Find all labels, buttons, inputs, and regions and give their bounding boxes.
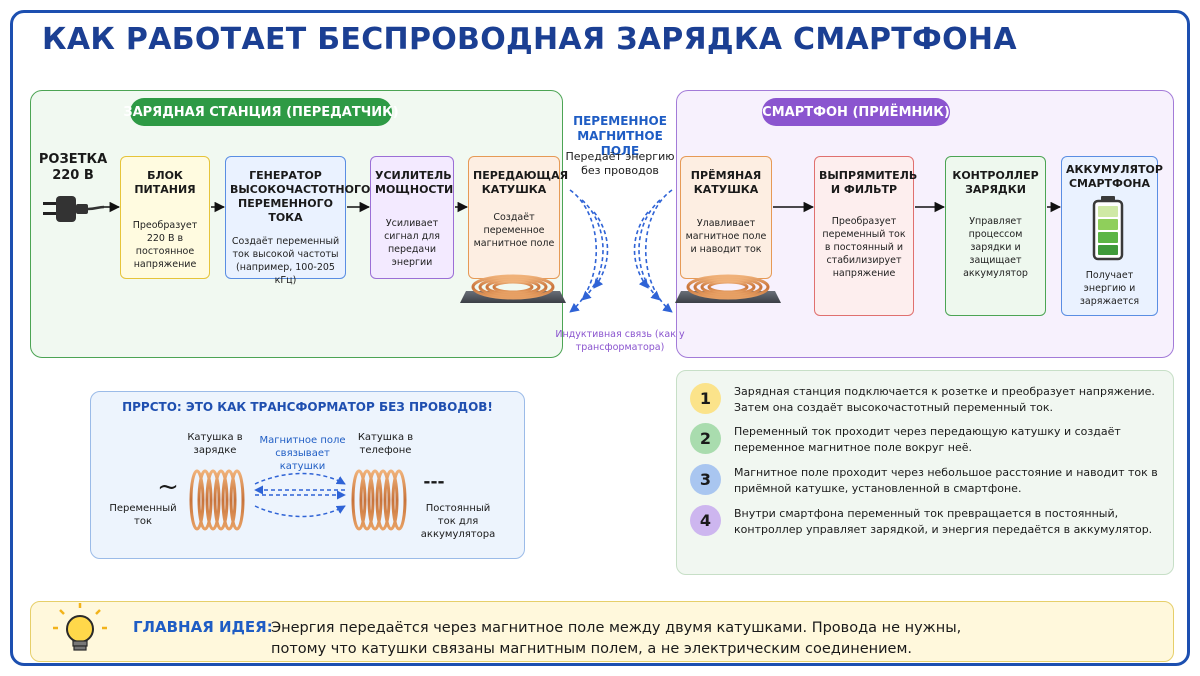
transmit-coil-pad (460, 274, 566, 303)
block-transmit-coil: ПЕРЕДАЮЩАЯ КАТУШКА Создаёт переменное ма… (468, 156, 569, 279)
block-power-supply: БЛОК ПИТАНИЯ Преобразует 220 В в постоян… (120, 156, 210, 279)
step-number-3: 3 (690, 464, 721, 495)
block-amplifier: УСИЛИТЕЛЬ МОЩНОСТИ Усиливает сигнал для … (370, 156, 454, 279)
outlet-label: РОЗЕТКА 220 В (38, 152, 108, 183)
step-text-4: Внутри смартфона переменный ток превраща… (734, 507, 1153, 536)
main-idea-line-1: Энергия передаётся через магнитное поле … (271, 620, 962, 636)
block-receive-coil: ПРЁМЯНАЯ КАТУШКА Улавливает магнитное по… (680, 156, 772, 279)
block-desc: Улавливает магнитное поле и наводит ток (685, 218, 767, 255)
dc-label: Постоянный ток для аккумулятора (420, 503, 496, 540)
page-title: КАК РАБОТАЕТ БЕСПРОВОДНАЯ ЗАРЯДКА СМАРТФ… (42, 22, 1017, 57)
coil-left-label: Катушка в зарядке (187, 432, 243, 456)
block-desc: Создаёт переменное магнитное поле (473, 212, 555, 249)
step-text-1: Зарядная станция подключается к розетке … (734, 385, 1155, 414)
block-battery: АККУМУЛЯТОР СМАРТФОНА Получает энергию и… (1061, 156, 1163, 316)
block-desc: Преобразует 220 В в постоянное напряжени… (132, 220, 198, 270)
block-title: ГЕНЕРАТОР ВЫСОКОЧАСТОТНОГО ПЕРЕМЕННОГО Т… (230, 169, 371, 224)
block-title: ПЕРЕДАЮЩАЯ КАТУШКА (473, 169, 569, 196)
block-desc: Управляет процессом зарядки и защищает а… (963, 216, 1028, 279)
step-text-2: Переменный ток проходит через передающую… (734, 425, 1121, 454)
main-idea-line-2: потому что катушки связаны магнитным пол… (271, 641, 913, 657)
analogy-field-lines (254, 472, 346, 518)
step-number-4: 4 (690, 505, 721, 536)
dc-symbol: --- (423, 472, 445, 492)
main-idea-panel (30, 601, 1174, 662)
block-desc: Получает энергию и заряжается (1079, 270, 1140, 307)
receiver-label: СМАРТФОН (ПРИЁМНИК) (762, 98, 950, 126)
field-title: ПЕРЕМЕННОЕ МАГНИТНОЕ ПОЛЕ (573, 114, 667, 158)
analogy-panel (90, 391, 525, 559)
block-generator: ГЕНЕРАТОР ВЫСОКОЧАСТОТНОГО ПЕРЕМЕННОГО Т… (225, 156, 371, 286)
receive-coil-pad (675, 274, 781, 303)
block-desc: Усиливает сигнал для передачи энергии (384, 218, 440, 268)
magnetic-field-lines (569, 189, 673, 313)
block-desc: Преобразует переменный ток в постоянный … (822, 216, 906, 279)
plug-icon (43, 196, 105, 222)
analogy-coil-right (351, 469, 407, 531)
steps-panel (676, 370, 1174, 575)
ac-symbol: ~ (157, 472, 179, 502)
ac-label: Переменный ток (109, 503, 177, 527)
battery-icon (1092, 196, 1124, 261)
transmitter-label: ЗАРЯДНАЯ СТАНЦИЯ (ПЕРЕДАТЧИК) (123, 98, 399, 126)
block-title: ПРЁМЯНАЯ КАТУШКА (690, 169, 762, 196)
main-idea-text: Энергия передаётся через магнитное поле … (271, 618, 1161, 660)
analogy-coil-left (189, 469, 245, 531)
field-subtitle: Передаёт энергию без проводов (565, 150, 675, 177)
analogy-title: ПРРСТО: ЭТО КАК ТРАНСФОРМАТОР БЕЗ ПРОВОД… (122, 400, 493, 414)
block-title: БЛОК ПИТАНИЯ (134, 169, 196, 196)
inductive-coupling-label: Индуктивная связь (как у трансформатора) (555, 329, 685, 353)
step-text-3: Магнитное поле проходит через небольшое … (734, 466, 1158, 495)
lightbulb-icon (53, 603, 107, 651)
block-desc: Создаёт переменный ток высокой частоты (… (231, 236, 340, 286)
block-charge-controller: КОНТРОЛЛЕР ЗАРЯДКИ Управляет процессом з… (945, 156, 1046, 316)
block-title: КОНТРОЛЛЕР ЗАРЯДКИ (952, 169, 1039, 196)
main-idea-label: ГЛАВНАЯ ИДЕЯ: (133, 618, 273, 636)
block-title: АККУМУЛЯТОР СМАРТФОНА (1066, 163, 1163, 190)
coil-right-label: Катушка в телефоне (357, 432, 414, 456)
block-title: УСИЛИТЕЛЬ МОЩНОСТИ (375, 169, 454, 196)
block-rectifier: ВЫПРЯМИТЕЛЬ И ФИЛЬТР Преобразует перемен… (814, 156, 918, 316)
step-number-2: 2 (690, 423, 721, 454)
field-link-label: Магнитное поле связывает катушки (259, 435, 346, 472)
block-title: ВЫПРЯМИТЕЛЬ И ФИЛЬТР (819, 169, 918, 196)
step-number-1: 1 (690, 383, 721, 414)
